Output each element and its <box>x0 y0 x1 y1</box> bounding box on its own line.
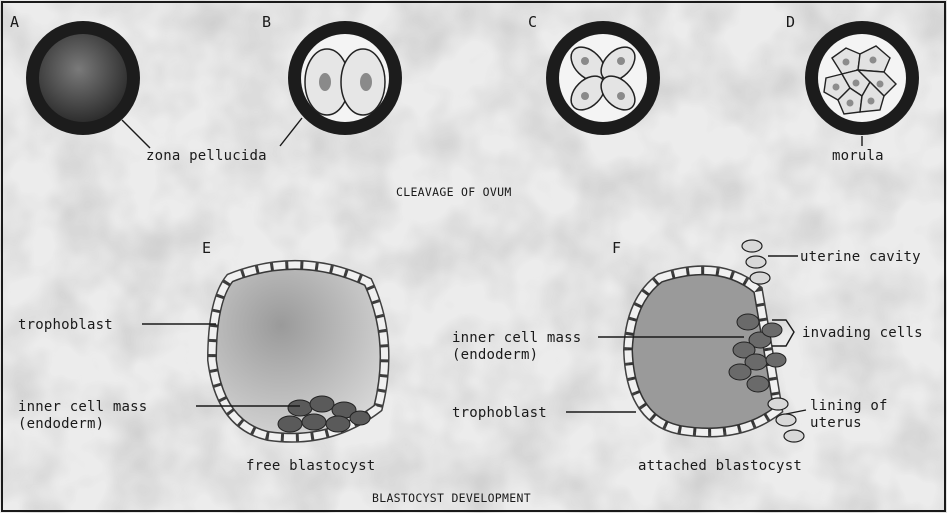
label-zona-pellucida: zona pellucida <box>146 148 267 164</box>
panel-label-a: A <box>10 14 19 30</box>
caption-blastocyst-development: BLASTOCYST DEVELOPMENT <box>372 491 531 505</box>
label-trophoblast-f: trophoblast <box>452 405 547 421</box>
label-attached-blastocyst: attached blastocyst <box>638 458 802 474</box>
panel-label-f: F <box>612 240 621 256</box>
panel-label-b: B <box>262 14 271 30</box>
panel-label-c: C <box>528 14 537 30</box>
label-trophoblast-e: trophoblast <box>18 317 113 333</box>
label-endoderm-f: (endoderm) <box>452 347 538 363</box>
label-morula: morula <box>832 148 884 164</box>
panel-label-d: D <box>786 14 795 30</box>
label-uterus: uterus <box>810 415 862 431</box>
label-inner-cell-mass-f: inner cell mass <box>452 330 581 346</box>
morula-d <box>805 21 919 135</box>
label-inner-cell-mass-e: inner cell mass <box>18 399 147 415</box>
label-lining-of: lining of <box>810 398 888 414</box>
label-uterine-cavity: uterine cavity <box>800 249 921 265</box>
label-invading-cells: invading cells <box>802 325 923 341</box>
label-endoderm-e: (endoderm) <box>18 416 104 432</box>
free-blastocyst-e <box>212 265 385 438</box>
caption-cleavage-of-ovum: CLEAVAGE OF OVUM <box>396 185 512 199</box>
ovum-a <box>26 21 140 135</box>
four-cell-stage-c <box>546 21 660 135</box>
two-cell-stage-b <box>288 21 402 135</box>
label-free-blastocyst: free blastocyst <box>246 458 375 474</box>
panel-label-e: E <box>202 240 211 256</box>
